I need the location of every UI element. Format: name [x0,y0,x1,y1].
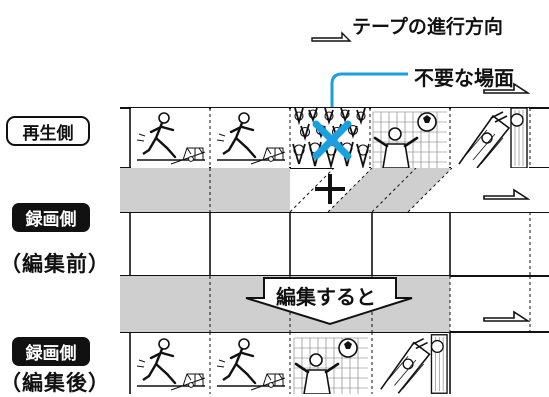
kick-scene-icon [131,334,209,394]
playback-strip [129,108,531,168]
record-after-strip [129,332,451,394]
record-before-strip [129,212,531,276]
record-side-label-after: 録画側 [12,337,90,366]
callout-leader-line [330,72,408,124]
after-edit-label: （編集後） [0,371,110,395]
unwanted-scene-callout-label: 不要な場面 [414,66,514,90]
kick-scene-icon [131,108,209,168]
keeper-scene-icon [451,108,529,168]
record-side-label-before: 録画側 [12,203,90,232]
keeper-scene-icon [373,334,449,394]
goal-scene-icon [291,334,371,394]
tape-direction-arrow-icon [311,31,352,42]
before-edit-label: （編集前） [0,252,110,276]
tape-direction-label: テープの進行方向 [352,16,503,38]
playback-side-label: 再生側 [6,116,90,146]
edit-arrow [245,277,413,326]
kick-scene-icon [211,334,289,394]
splice-plus-icon [315,174,345,204]
edit-arrow-label: 編集すると [276,285,376,309]
cut-mark-icon [312,120,352,160]
strip-arrow-icon [483,83,529,94]
strip-arrow-icon [483,311,529,322]
kick-scene-icon [211,108,289,168]
goal-scene-icon [371,108,449,168]
